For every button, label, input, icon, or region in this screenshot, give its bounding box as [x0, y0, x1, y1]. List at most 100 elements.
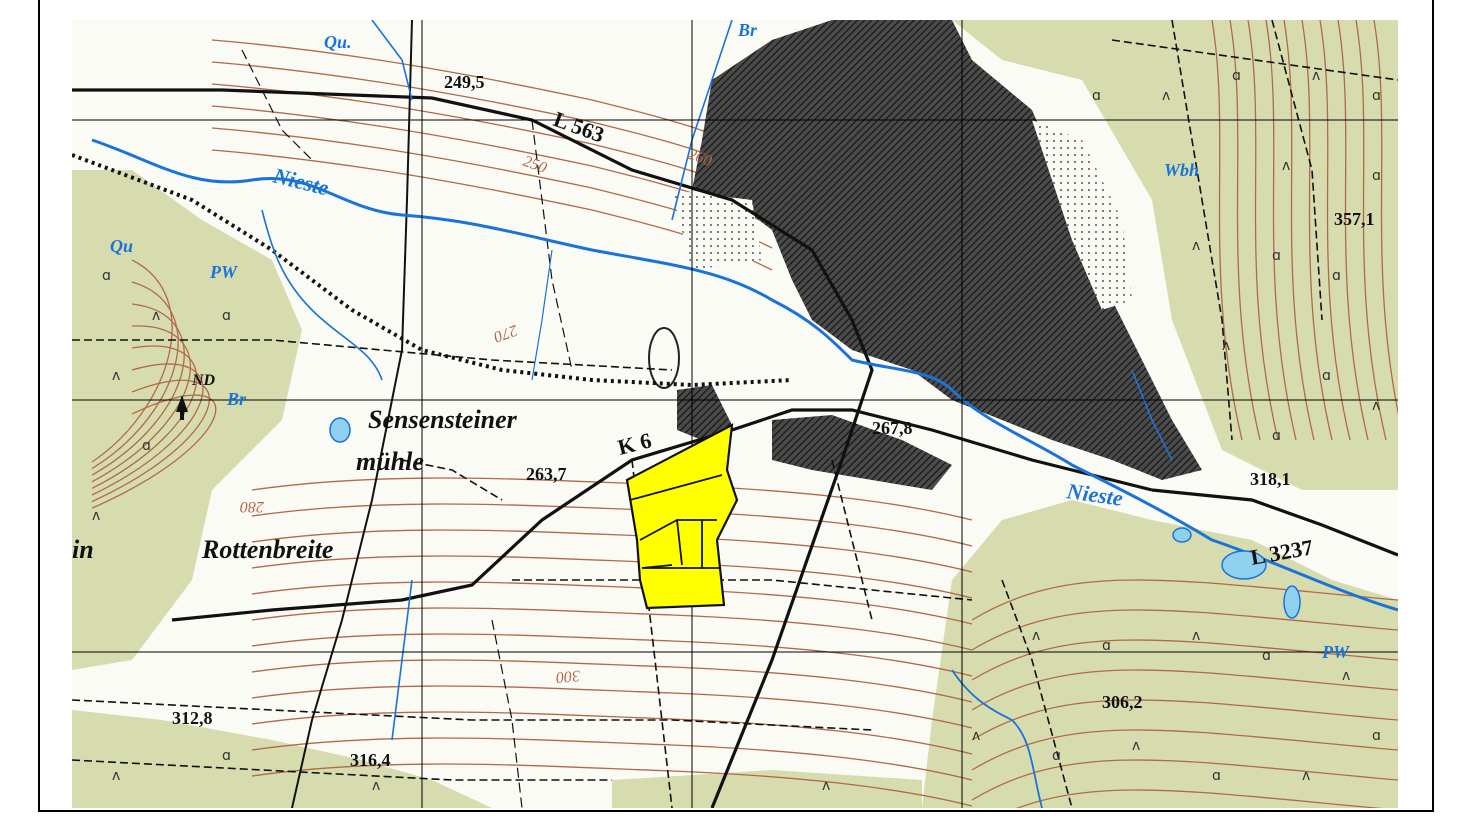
- label-contour-300: 300: [555, 667, 581, 686]
- track-h: [1111, 39, 1398, 81]
- waterways: [91, 20, 1398, 808]
- stream-center: [531, 249, 553, 381]
- track-e: [831, 459, 873, 621]
- stream-north: [371, 20, 413, 101]
- contour-line-33: [1337, 20, 1369, 441]
- coniferous-forest-symbol: ʌ: [1312, 68, 1320, 84]
- contour-line-30: [1283, 20, 1315, 441]
- forest-southeast: [922, 500, 1398, 808]
- coniferous-forest-symbol: ʌ: [1222, 338, 1230, 354]
- stream-west: [261, 209, 383, 381]
- deciduous-forest-symbol: ɑ: [222, 308, 231, 324]
- contour-line-13: [251, 659, 973, 703]
- label-elev-249: 249,5: [444, 72, 485, 92]
- track-i: [72, 699, 873, 731]
- contour-line-24: [91, 379, 210, 503]
- road-main-street: [710, 249, 874, 808]
- plot-subdivision-5: [676, 519, 683, 566]
- settlement-mill: [677, 385, 732, 440]
- contour-line-34: [1355, 20, 1387, 441]
- contour-line-35: [1373, 20, 1398, 416]
- settlement-main: [692, 20, 1202, 480]
- forest-southwest: [72, 710, 492, 808]
- river-nieste: [91, 138, 1398, 612]
- map-grid: [72, 20, 1398, 808]
- road-network: [72, 20, 1398, 808]
- stream-br: [671, 20, 733, 221]
- coniferous-forest-symbol: ʌ: [1342, 668, 1350, 684]
- forest-west: [72, 170, 302, 670]
- contour-line-32: [1319, 20, 1351, 441]
- deciduous-forest-symbol: ɑ: [1332, 268, 1341, 284]
- pond-east-2: [1283, 585, 1301, 619]
- label-rottenbreite-prefix: in: [72, 535, 94, 564]
- dotted-field-2: [672, 190, 762, 270]
- label-qu-north: Qu.: [324, 32, 352, 52]
- contour-line-23: [91, 363, 204, 496]
- label-pw-west: PW: [209, 262, 239, 282]
- deciduous-forest-symbol: ɑ: [222, 748, 231, 764]
- pond-center: [1172, 527, 1192, 543]
- contour-line-22: [91, 345, 198, 489]
- contour-line-31: [1301, 20, 1333, 441]
- contour-line-16: [251, 737, 973, 781]
- contour-line-39: [971, 669, 1398, 711]
- coniferous-forest-symbol: ʌ: [1282, 158, 1290, 174]
- contour-line-12: [251, 633, 973, 677]
- label-elev-318: 318,1: [1250, 469, 1291, 489]
- contour-line-21: [91, 325, 191, 483]
- coniferous-forest-symbol: ʌ: [1192, 238, 1200, 254]
- stream-east: [1131, 369, 1173, 461]
- contour-line-18: [91, 259, 173, 463]
- sports-field: [648, 327, 680, 389]
- contour-line-20: [91, 303, 185, 476]
- dotted-field: [1032, 120, 1132, 310]
- plot-outline: [625, 423, 739, 610]
- label-pw-east: PW: [1321, 642, 1351, 662]
- plot-subdivision-1: [629, 474, 723, 501]
- coniferous-forest-symbol: ʌ: [1162, 88, 1170, 104]
- deciduous-forest-symbol: ɑ: [1372, 168, 1381, 184]
- deciduous-forest-symbol: ɑ: [1272, 248, 1281, 264]
- water-labels: Nieste Nieste Qu. Qu PW PW Br Br Wbh: [110, 20, 1351, 662]
- contour-line-11: [251, 607, 973, 651]
- label-wbh: Wbh: [1164, 160, 1199, 180]
- road-k6: [171, 408, 1153, 622]
- deciduous-forest-symbol: ɑ: [1102, 638, 1111, 654]
- track-c: [512, 579, 973, 601]
- label-elev-316: 316,4: [350, 750, 391, 770]
- forest-northeast: [952, 20, 1398, 490]
- contour-line-41: [971, 729, 1398, 771]
- track-b: [401, 459, 503, 501]
- contour-line-43: [1016, 789, 1384, 808]
- contour-line-28: [1247, 20, 1279, 441]
- contour-line-15: [251, 711, 973, 755]
- deciduous-forest-symbol: ɑ: [1212, 768, 1221, 784]
- coniferous-forest-symbol: ʌ: [1132, 738, 1140, 754]
- highlighted-plot[interactable]: [625, 423, 739, 610]
- deciduous-forest-symbol: ɑ: [1092, 88, 1101, 104]
- settlement-south: [772, 415, 952, 490]
- contour-line-14: [251, 685, 973, 729]
- coniferous-forest-symbol: ʌ: [1372, 398, 1380, 414]
- stream-south: [391, 579, 413, 741]
- deciduous-forest-symbol: ɑ: [1232, 68, 1241, 84]
- label-sensensteiner: Sensensteiner: [368, 405, 518, 434]
- stream-southeast: [951, 669, 1043, 808]
- track-g: [1271, 20, 1323, 321]
- field-path-3: [491, 619, 523, 808]
- settlement-area: [648, 20, 1202, 490]
- label-br-west: Br: [226, 389, 247, 409]
- contour-line-37: [971, 609, 1398, 651]
- label-elev-357: 357,1: [1334, 209, 1375, 229]
- contour-line-27: [1229, 20, 1261, 441]
- contour-line-29: [1265, 20, 1297, 441]
- deciduous-forest-symbol: ɑ: [1322, 368, 1331, 384]
- coniferous-forest-symbol: ʌ: [152, 308, 160, 324]
- label-rottenbreite: Rottenbreite: [201, 535, 333, 564]
- label-contour-280: 280: [240, 498, 264, 515]
- contour-line-17: [251, 763, 973, 807]
- map-frame: [38, 0, 1434, 812]
- contour-line-42: [971, 759, 1398, 801]
